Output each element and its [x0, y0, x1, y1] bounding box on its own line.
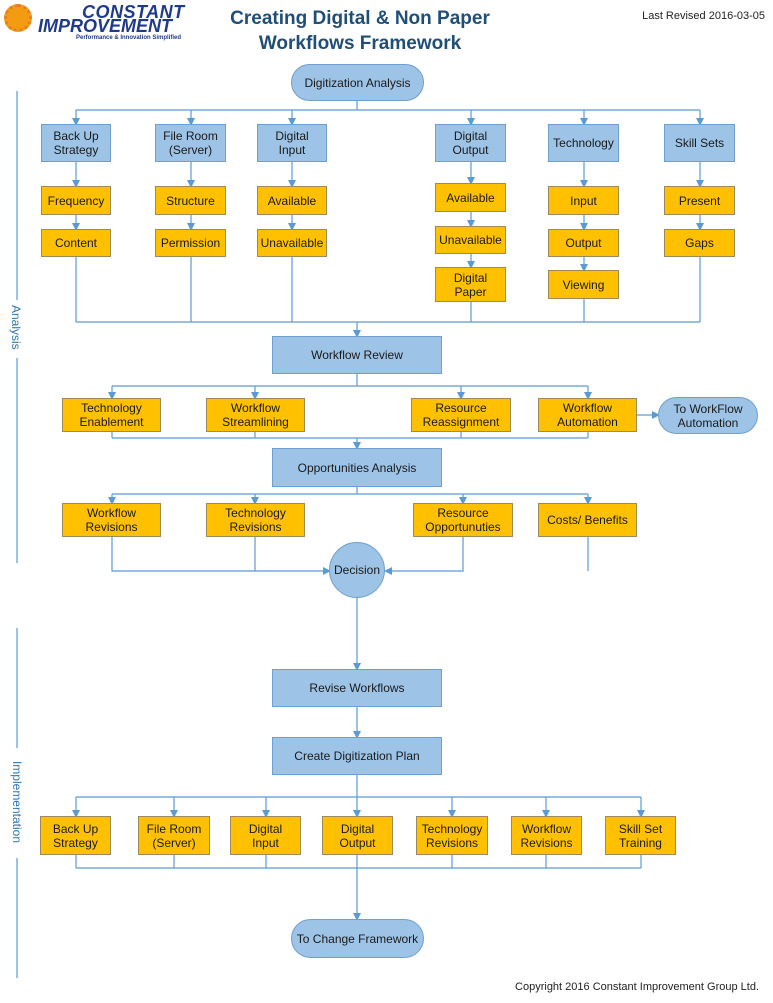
impl-workflow-revisions-node: Workflow Revisions [511, 816, 582, 855]
digital-output-unavailable-node: Unavailable [435, 226, 506, 254]
impl-backup-strategy-node: Back Up Strategy [40, 816, 111, 855]
backup-strategy-node: Back Up Strategy [41, 124, 111, 162]
frequency-node: Frequency [41, 186, 111, 215]
structure-node: Structure [155, 186, 226, 215]
workflow-review-node: Workflow Review [272, 336, 442, 374]
workflow-automation-node: Workflow Automation [538, 398, 637, 432]
impl-file-room-node: File Room (Server) [138, 816, 210, 855]
gear-icon [4, 4, 32, 32]
title-line-1: Creating Digital & Non Paper [230, 8, 490, 29]
tech-output-node: Output [548, 229, 619, 257]
logo: CONSTANT IMPROVEMENT Performance & Innov… [4, 2, 234, 42]
tech-input-node: Input [548, 186, 619, 215]
side-label-implementation: Implementation [10, 760, 24, 844]
content-node: Content [41, 229, 111, 257]
logo-tagline: Performance & Innovation Simplified [76, 35, 182, 41]
impl-skill-set-training-node: Skill Set Training [605, 816, 676, 855]
page-title: Creating Digital & Non Paper Workflows F… [200, 6, 520, 56]
tech-viewing-node: Viewing [548, 270, 619, 299]
present-node: Present [664, 186, 735, 215]
technology-revisions-node: Technology Revisions [206, 503, 305, 537]
digital-paper-node: Digital Paper [435, 267, 506, 302]
digital-output-available-node: Available [435, 183, 506, 212]
to-change-framework-node: To Change Framework [291, 919, 424, 958]
title-line-2: Workflows Framework [258, 33, 462, 54]
workflow-streamlining-node: Workflow Streamlining [206, 398, 305, 432]
create-digitization-plan-node: Create Digitization Plan [272, 737, 442, 775]
technology-enablement-node: Technology Enablement [62, 398, 161, 432]
impl-technology-revisions-node: Technology Revisions [416, 816, 488, 855]
skill-sets-node: Skill Sets [664, 124, 735, 162]
costs-benefits-node: Costs/ Benefits [538, 503, 637, 537]
digitization-analysis-node: Digitization Analysis [291, 64, 424, 101]
workflow-revisions-node: Workflow Revisions [62, 503, 161, 537]
technology-node: Technology [548, 124, 619, 162]
impl-digital-output-node: Digital Output [322, 816, 393, 855]
copyright: Copyright 2016 Constant Improvement Grou… [515, 981, 759, 993]
gaps-node: Gaps [664, 229, 735, 257]
logo-line2: IMPROVEMENT [38, 16, 173, 36]
resource-opportunities-node: Resource Opportunuties [413, 503, 513, 537]
side-label-analysis: Analysis [9, 305, 23, 350]
impl-digital-input-node: Digital Input [230, 816, 301, 855]
resource-reassignment-node: Resource Reassignment [411, 398, 511, 432]
opportunities-analysis-node: Opportunities Analysis [272, 448, 442, 487]
logo-line1: CONSTANT [82, 2, 185, 22]
last-revised: Last Revised 2016-03-05 [642, 10, 765, 22]
decision-node: Decision [329, 542, 385, 598]
permission-node: Permission [155, 229, 226, 257]
digital-output-node: Digital Output [435, 124, 506, 162]
file-room-node: File Room (Server) [155, 124, 226, 162]
digital-input-node: Digital Input [257, 124, 327, 162]
revise-workflows-node: Revise Workflows [272, 669, 442, 707]
to-workflow-automation-node: To WorkFlow Automation [658, 397, 758, 434]
digital-input-available-node: Available [257, 186, 327, 215]
digital-input-unavailable-node: Unavailable [257, 229, 327, 257]
